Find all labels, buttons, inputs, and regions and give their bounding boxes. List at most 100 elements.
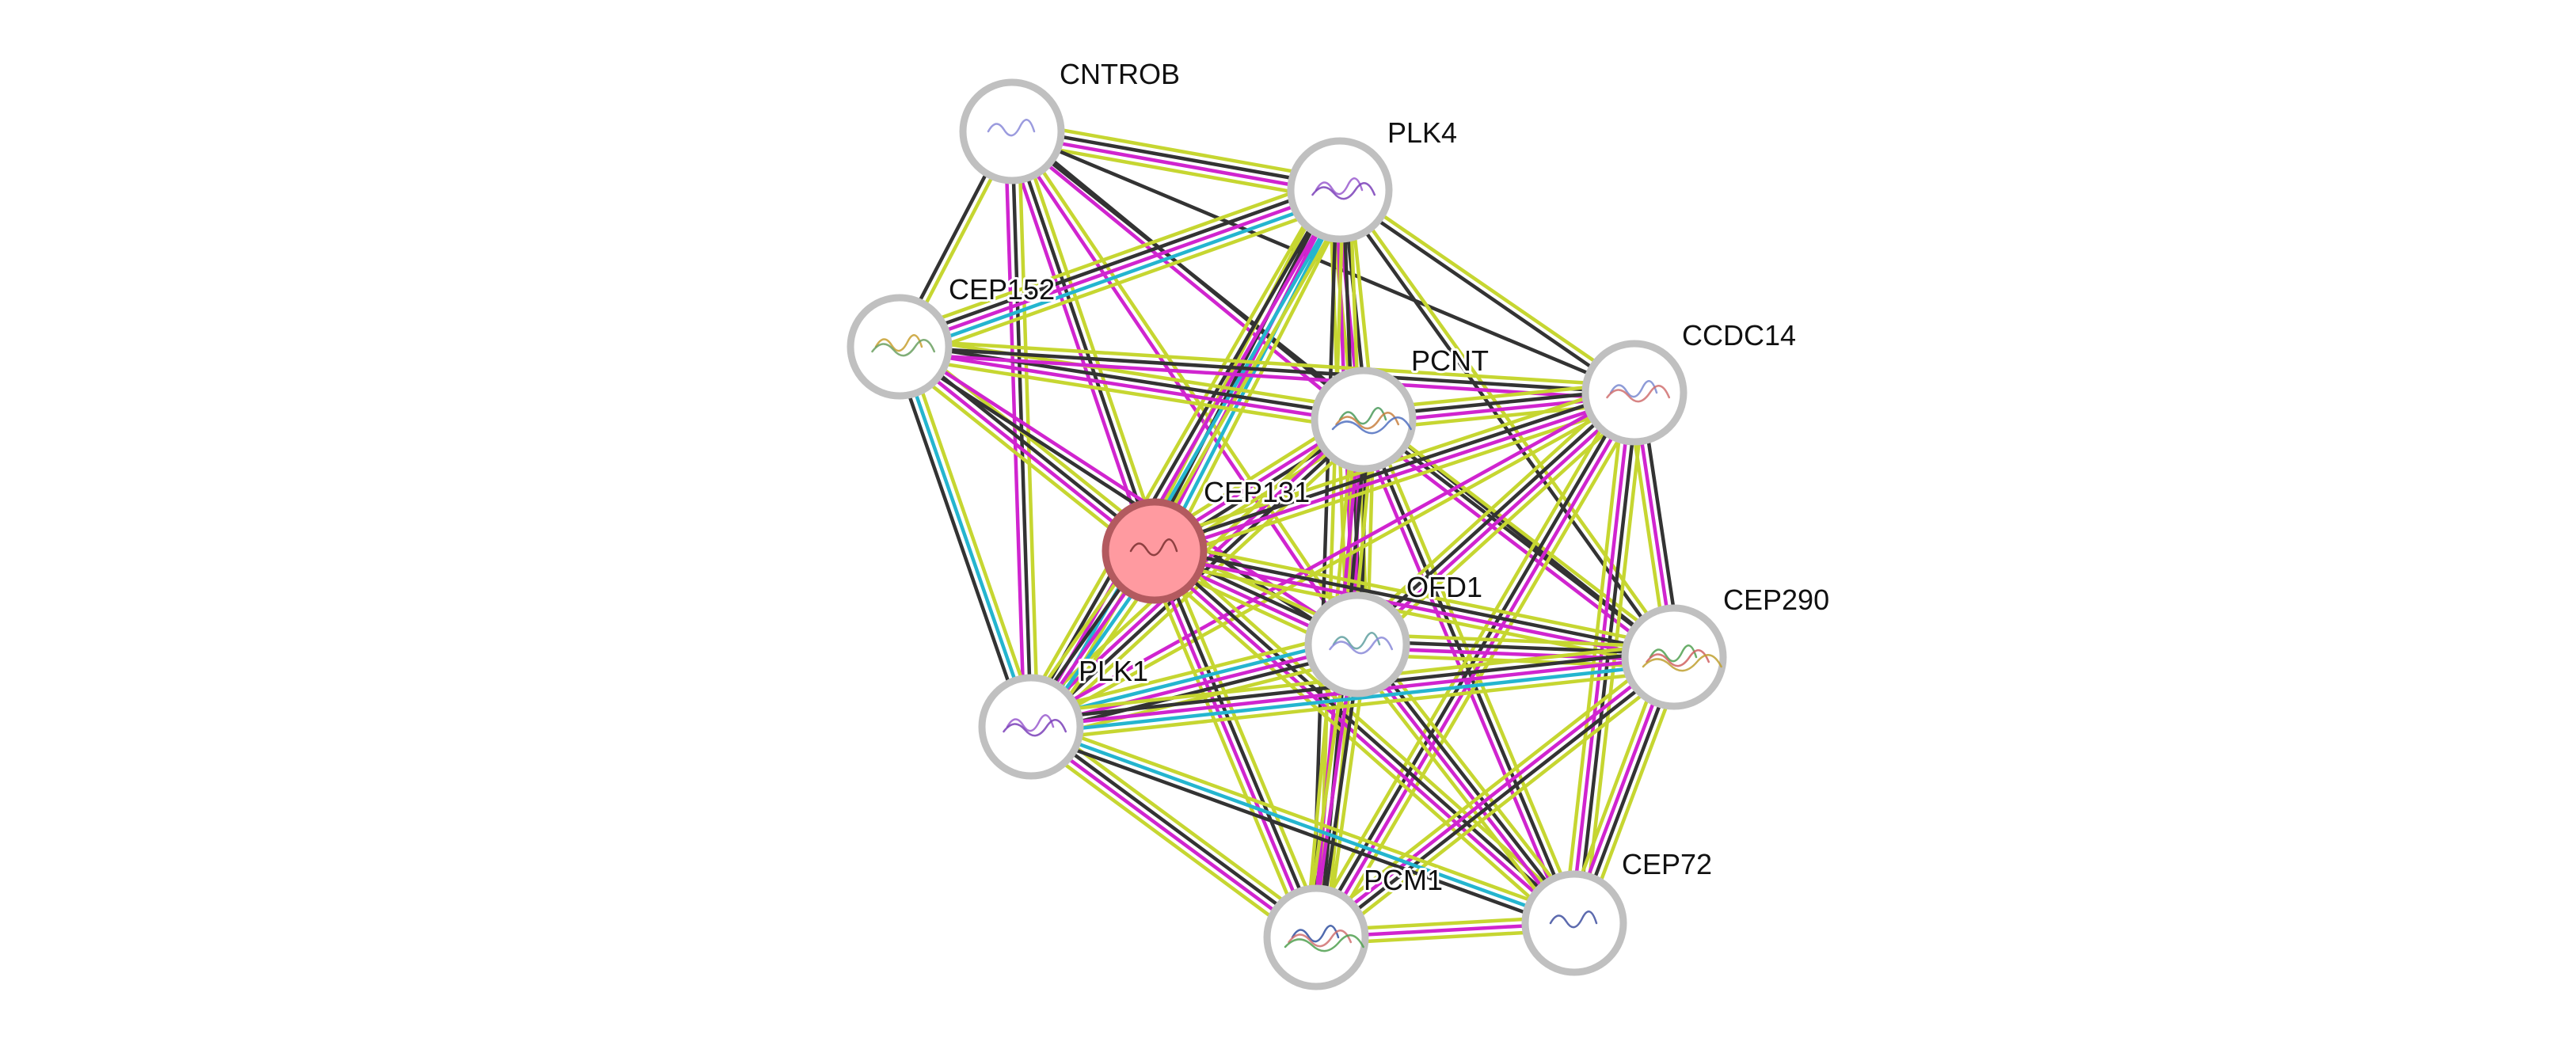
edge-cep131-pcm1[interactable] — [1143, 546, 1327, 942]
edge-line-textmining — [1013, 128, 1362, 644]
edge-ofd1-cep290[interactable] — [1356, 633, 1675, 669]
edge-line-textmining — [1140, 183, 1330, 546]
node-circle[interactable] — [1304, 591, 1410, 698]
edge-line-coexpression — [1362, 418, 1676, 659]
node-label: CEP290 — [1723, 584, 1829, 616]
node-pcnt[interactable]: PCNT — [1311, 342, 1491, 473]
node-circle[interactable] — [1311, 367, 1417, 473]
edge-line-coexpression — [1012, 126, 1341, 189]
protein-structure-icon — [1003, 714, 1067, 737]
node-cep290[interactable]: CEP290 — [1621, 581, 1832, 710]
edge-line-textmining — [1341, 185, 1638, 392]
node-cntrob[interactable]: CNTROB — [959, 55, 1182, 184]
edge-line-coexpression — [891, 348, 1027, 730]
edge-line-coexpression — [1032, 722, 1319, 937]
node-label: PCNT — [1411, 344, 1489, 377]
protein-structure-icon — [1549, 910, 1598, 929]
edge-line-coexpression — [899, 344, 1635, 395]
edge-line-coexpression — [896, 181, 1338, 343]
edge-line-databases — [1159, 192, 1348, 555]
edge-line-coexpression — [1155, 549, 1321, 937]
node-circle[interactable] — [978, 674, 1084, 780]
edge-line-textmining — [1024, 733, 1311, 948]
node-circle[interactable] — [1621, 604, 1727, 710]
edge-plk4-cep131[interactable] — [1140, 183, 1354, 558]
edge-line-coexpression — [1011, 129, 1635, 395]
edge-line-textmining — [1157, 400, 1638, 563]
edge-line-textmining — [1016, 128, 1163, 549]
protein-structure-icon — [1606, 380, 1671, 403]
edge-line-experiments — [1003, 133, 1151, 554]
edge-line-textmining — [900, 338, 1635, 388]
edge-line-coexpression — [1155, 547, 1578, 922]
edge-line-textmining — [1364, 637, 1584, 918]
node-circle[interactable] — [1287, 137, 1393, 243]
edge-line-coexpression — [1311, 390, 1634, 937]
edge-line-experiments — [896, 348, 1154, 556]
edge-line-coexpression — [1023, 185, 1336, 724]
edge-line-coexpression — [1155, 546, 1676, 656]
edge-line-textmining — [1033, 718, 1577, 919]
edge-plk4-ccdc14[interactable] — [1337, 185, 1638, 397]
edge-plk1-cep72[interactable] — [1028, 718, 1577, 932]
edge-line-experiments — [1010, 132, 1340, 196]
edge-plk4-cep152[interactable] — [894, 175, 1345, 362]
node-ccdc14[interactable]: CCDC14 — [1581, 317, 1798, 446]
node-label: CEP131 — [1204, 476, 1310, 508]
node-circle[interactable] — [847, 294, 953, 400]
edge-line-textmining — [1041, 196, 1353, 735]
protein-structure-icon — [1331, 407, 1412, 435]
edge-line-textmining — [894, 175, 1337, 336]
edge-cntrob-cep131[interactable] — [1003, 128, 1163, 554]
edge-ccdc14-plk1[interactable] — [1028, 388, 1638, 732]
node-plk4[interactable]: PLK4 — [1287, 114, 1459, 243]
edge-plk4-plk1[interactable] — [1018, 182, 1353, 735]
protein-structure-icon — [1129, 538, 1178, 557]
edge-line-experiments — [1008, 132, 1363, 424]
edge-line-coexpression — [1337, 191, 1634, 397]
protein-structure-icon — [1311, 177, 1376, 200]
protein-structure-icon — [871, 334, 936, 357]
edge-line-experiments — [1150, 551, 1315, 940]
node-label: CEP72 — [1622, 848, 1712, 880]
edge-cep152-pcnt[interactable] — [897, 335, 1366, 431]
node-label: PLK4 — [1387, 116, 1457, 149]
edge-line-textmining — [1013, 120, 1342, 182]
edge-line-textmining — [892, 353, 1150, 561]
edge-line-coexpression — [1317, 658, 1678, 942]
edge-line-textmining — [1017, 131, 1040, 727]
node-label: CNTROB — [1060, 58, 1180, 90]
edge-line-databases — [1031, 662, 1676, 736]
edge-line-textmining — [1031, 393, 1638, 732]
node-plk1[interactable]: PLK1 — [978, 652, 1151, 780]
edge-cep152-plk1[interactable] — [891, 344, 1040, 730]
node-circle[interactable] — [1102, 498, 1208, 604]
edge-line-experiments — [1356, 645, 1674, 663]
edge-line-coexpression — [1353, 389, 1634, 644]
edges-layer — [891, 120, 1686, 948]
node-cep72[interactable]: CEP72 — [1521, 846, 1714, 976]
protein-structure-icon — [1642, 644, 1722, 672]
edge-line-experiments — [899, 352, 1634, 401]
edge-line-databases — [897, 346, 1033, 728]
edge-line-textmining — [1357, 633, 1675, 649]
edge-line-experiments — [1028, 728, 1315, 942]
node-circle[interactable] — [1521, 870, 1627, 976]
edge-cep152-ccdc14[interactable] — [899, 338, 1635, 401]
edge-line-experiments — [898, 348, 1364, 425]
edge-cep290-pcm1[interactable] — [1308, 648, 1682, 947]
edge-cntrob-plk4[interactable] — [1010, 120, 1342, 202]
edge-cep131-cep72[interactable] — [1147, 542, 1582, 933]
edge-line-experiments — [1155, 393, 1637, 557]
node-ofd1[interactable]: OFD1 — [1304, 568, 1485, 698]
node-circle[interactable] — [959, 78, 1065, 184]
edge-line-textmining — [900, 335, 1366, 412]
node-circle[interactable] — [1581, 340, 1688, 446]
node-pcm1[interactable]: PCM1 — [1263, 861, 1445, 990]
node-cep152[interactable]: CEP152 — [847, 271, 1057, 400]
edge-cntrob-ccdc14[interactable] — [1011, 129, 1635, 395]
node-circle[interactable] — [1263, 884, 1369, 990]
node-cep131[interactable]: CEP131 — [1102, 473, 1312, 604]
edge-line-textmining — [1147, 557, 1570, 933]
edge-cntrob-ofd1[interactable] — [1007, 128, 1362, 648]
